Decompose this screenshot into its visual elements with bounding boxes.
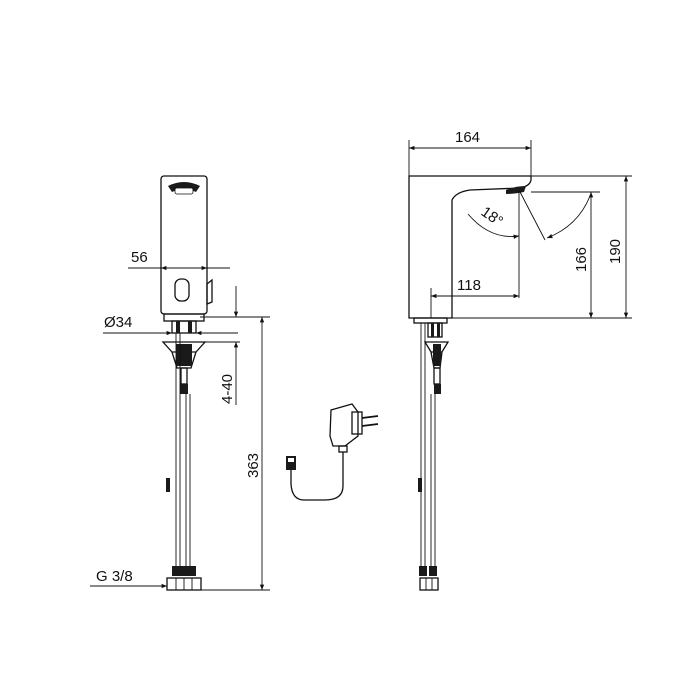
side-faucet-body bbox=[408, 175, 532, 319]
dim-side-height-label: 190 bbox=[607, 239, 624, 264]
front-sensor-oval bbox=[174, 278, 190, 302]
dim-side-length-label: 164 bbox=[455, 129, 480, 146]
dim-front-total-height-label: 363 bbox=[245, 453, 262, 478]
dim-side-angle-label: 18° bbox=[478, 203, 506, 230]
dim-front-diameter: Ø34 bbox=[103, 314, 238, 336]
dim-side-angle: 18° bbox=[467, 189, 591, 298]
front-faucet-body bbox=[160, 175, 208, 315]
dim-side-outlet-height-label: 166 bbox=[573, 247, 590, 272]
side-outlet bbox=[506, 186, 526, 194]
front-side-lever bbox=[206, 278, 213, 305]
dim-front-diameter-label: Ø34 bbox=[104, 314, 132, 331]
power-adapter bbox=[286, 403, 379, 501]
dim-front-total-height: 363 bbox=[200, 316, 270, 591]
dim-front-thread: G 3/8 bbox=[90, 568, 167, 589]
dim-side-reach-label: 118 bbox=[457, 277, 481, 294]
dim-front-counter-label: 4-40 bbox=[219, 374, 236, 404]
dim-side-length: 164 bbox=[408, 129, 532, 176]
power-adapter-body bbox=[329, 403, 359, 447]
dim-front-counter: 4-40 bbox=[204, 286, 240, 405]
power-adapter-plug bbox=[286, 456, 296, 470]
dim-side-outlet-height: 166 bbox=[452, 191, 600, 319]
dim-front-width: 56 bbox=[128, 249, 230, 276]
dim-front-thread-label: G 3/8 bbox=[96, 568, 133, 585]
dim-front-width-label: 56 bbox=[131, 249, 148, 266]
power-adapter-cable bbox=[290, 452, 344, 501]
side-view bbox=[408, 175, 532, 591]
dim-side-height: 190 bbox=[531, 175, 632, 319]
front-view bbox=[160, 175, 213, 591]
dim-side-reach: 118 bbox=[430, 277, 519, 318]
